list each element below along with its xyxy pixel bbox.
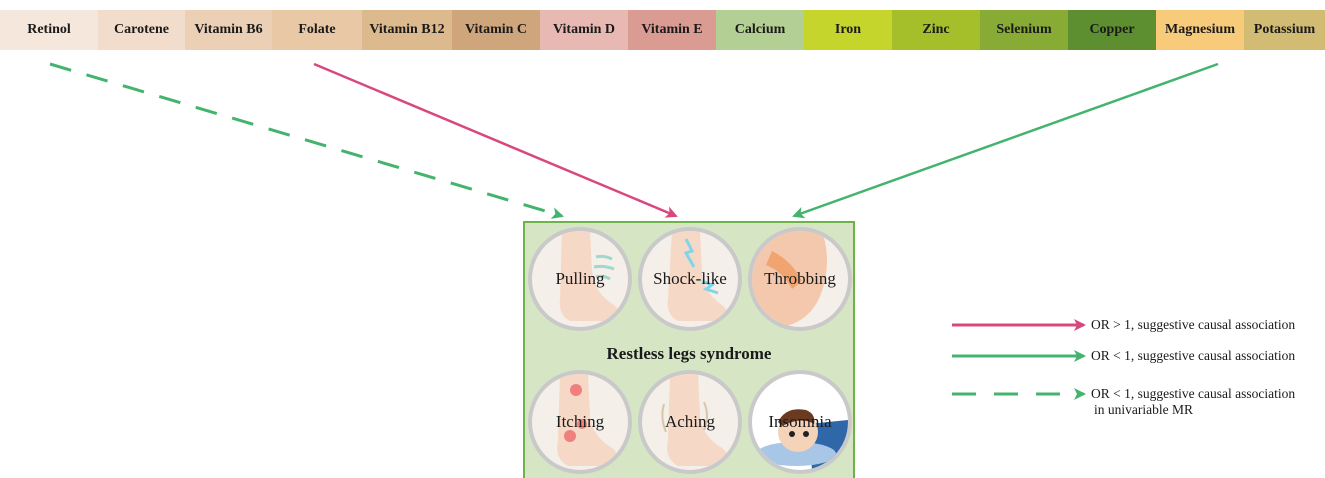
symptom-itching: Itching xyxy=(528,370,632,474)
legend-text-green-dashed-line2: in univariable MR xyxy=(1094,402,1193,418)
symptom-label: Throbbing xyxy=(752,269,848,289)
symptom-aching: Aching xyxy=(638,370,742,474)
symptom-label: Pulling xyxy=(532,269,628,289)
symptom-label: Insomnia xyxy=(752,412,848,432)
arrow-folate xyxy=(314,64,676,216)
legend-text-pink: OR > 1, suggestive causal association xyxy=(1091,317,1295,333)
rls-panel: Pulling Shock-like Throbbing Restless le… xyxy=(523,221,855,478)
symptom-insomnia: Insomnia xyxy=(748,370,852,474)
arrow-magnesium xyxy=(794,64,1218,216)
panel-title: Restless legs syndrome xyxy=(525,344,853,364)
symptom-pulling: Pulling xyxy=(528,227,632,331)
legend-text-green-dashed-line1: OR < 1, suggestive causal association xyxy=(1091,386,1295,402)
legend-text-green: OR < 1, suggestive causal association xyxy=(1091,348,1295,364)
arrow-retinol-dashed xyxy=(50,64,562,216)
symptom-label: Shock-like xyxy=(642,269,738,289)
symptom-shock-like: Shock-like xyxy=(638,227,742,331)
symptom-label: Itching xyxy=(532,412,628,432)
symptom-throbbing: Throbbing xyxy=(748,227,852,331)
symptom-label: Aching xyxy=(642,412,738,432)
